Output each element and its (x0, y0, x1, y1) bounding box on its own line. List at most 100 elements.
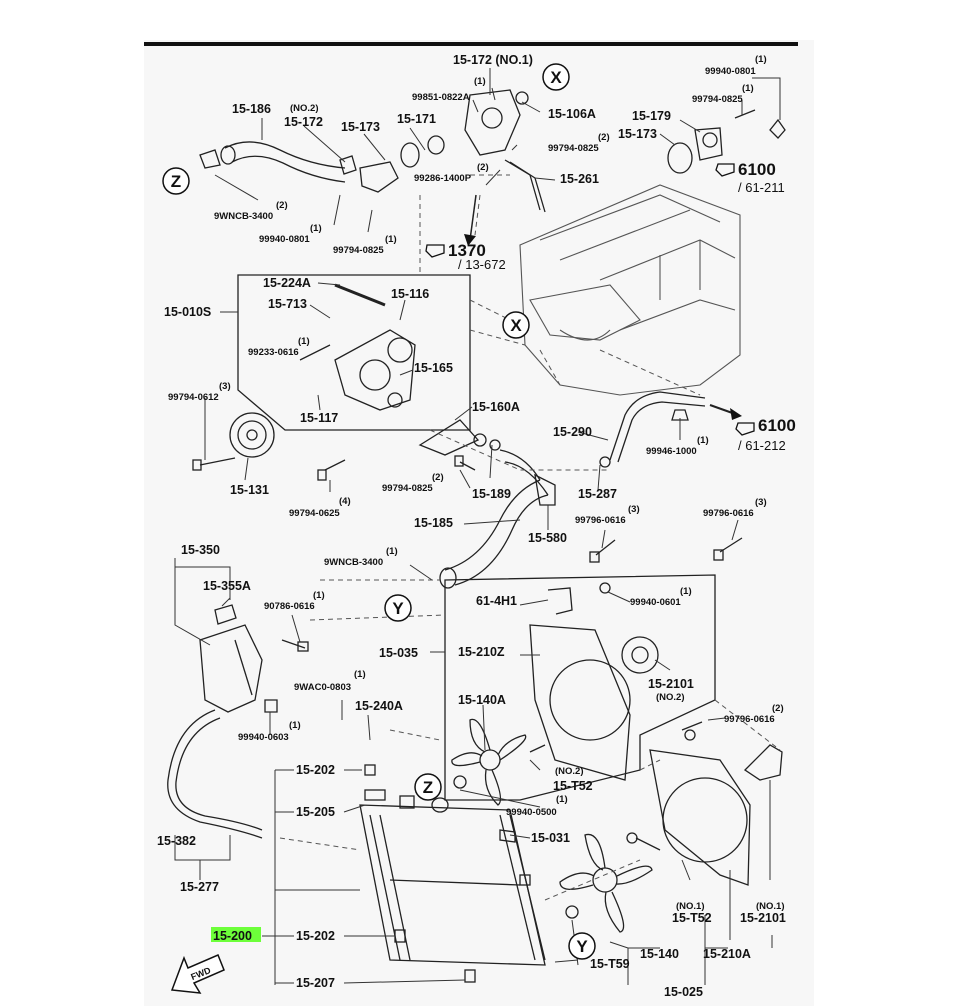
fan-assembly-box-15-035 (444, 574, 716, 801)
highlight-15-200 (211, 927, 261, 942)
part-label: 15-171 (397, 112, 436, 126)
part-label: 15-117 (300, 411, 338, 425)
qty-label: (3) (755, 497, 767, 508)
part-label: 15-202 (296, 929, 335, 943)
callout-y-bottom (568, 932, 596, 960)
part-label: 15-287 (578, 487, 617, 501)
part-label: 15-580 (528, 531, 567, 545)
reference-hand-icons (425, 163, 755, 436)
part-label: (NO.1) (756, 901, 785, 912)
part-label: 99794-0825 (548, 143, 599, 154)
fan-15-140 (559, 832, 661, 933)
part-label: (NO.2) (656, 692, 685, 703)
part-label: (NO.2) (290, 103, 319, 114)
part-label: 15-T59 (590, 957, 630, 971)
callout-circles (162, 63, 596, 960)
part-label: 15-185 (414, 516, 453, 530)
callout-letters: X Z X Y Z Y (171, 68, 589, 956)
part-label: 99946-1000 (646, 446, 697, 457)
callout-y-label: Y (576, 937, 588, 956)
qty-label: (2) (772, 703, 784, 714)
qty-label: (1) (354, 669, 366, 680)
part-label: 15-205 (296, 805, 335, 819)
upper-hose-15-186 (199, 141, 357, 183)
part-label: 15-173 (341, 120, 380, 134)
part-label: 15-165 (414, 361, 453, 375)
qty-label: (1) (386, 546, 398, 557)
hand-pointer-icon (425, 244, 445, 258)
part-label: 15-350 (181, 543, 220, 557)
part-label: 99940-0601 (630, 597, 681, 608)
part-label: 15-T52 (672, 911, 712, 925)
part-label: 15-035 (379, 646, 418, 660)
water-outlet-part (359, 135, 445, 193)
top-border (144, 42, 798, 46)
part-label: 15-172 (284, 115, 323, 129)
part-label-highlighted: 15-200 (213, 929, 252, 943)
water-pump-box (237, 274, 471, 431)
callout-x-engine (502, 311, 530, 339)
qty-label: (2) (276, 200, 288, 211)
part-label: 15-140A (458, 693, 506, 707)
ref-label: 6100 (738, 160, 776, 179)
qty-label: (2) (432, 472, 444, 483)
radiator-15-200 (359, 764, 546, 983)
part-label: 15-207 (296, 976, 335, 990)
part-label: 15-172 (NO.1) (453, 53, 533, 67)
hand-pointer-icon (715, 163, 735, 177)
part-label: 15-010S (164, 305, 211, 319)
callout-x-top (542, 63, 570, 91)
qty-label: (1) (313, 590, 325, 601)
leader-lines (174, 68, 781, 985)
qty-label: (4) (339, 496, 351, 507)
qty-label: (1) (310, 223, 322, 234)
part-label: 99794-0612 (168, 392, 219, 403)
part-label: 15-189 (472, 487, 511, 501)
part-label: 99940-0801 (259, 234, 310, 245)
part-label: 15-160A (472, 400, 520, 414)
part-label: 15-2101 (648, 677, 694, 691)
right-thermostat-parts (667, 109, 786, 174)
part-label: 15-210Z (458, 645, 505, 659)
part-label: 15-210A (703, 947, 751, 961)
qty-label: (2) (598, 132, 610, 143)
part-label: 90786-0616 (264, 601, 315, 612)
part-label: (NO.1) (676, 901, 705, 912)
part-label: 99796-0616 (724, 714, 775, 725)
callout-y-left (384, 594, 412, 622)
part-label: 9WNCB-3400 (214, 211, 273, 222)
qty-label: (3) (219, 381, 231, 392)
ref-label: / 13-672 (458, 257, 506, 272)
bypass-pipe-part (418, 419, 501, 456)
part-label: 15-179 (632, 109, 671, 123)
callout-y-label: Y (392, 599, 404, 618)
part-label: 15-202 (296, 763, 335, 777)
part-label: 99796-0616 (575, 515, 626, 526)
forward-arrow-icon: FWD (170, 954, 225, 994)
callout-x-label: X (550, 68, 562, 87)
part-label: 15-173 (618, 127, 657, 141)
part-label: 99286-1400P (414, 173, 472, 184)
lower-hose-15-185 (439, 449, 556, 589)
part-label: 99940-0500 (506, 807, 557, 818)
callout-z-label: Z (423, 778, 433, 797)
fan-shroud-15-210a (649, 721, 783, 886)
qty-label: (1) (298, 336, 310, 347)
overflow-hose-15-382 (167, 709, 263, 839)
part-label: 15-713 (268, 297, 307, 311)
part-label: 15-106A (548, 107, 596, 121)
ref-label: / 61-212 (738, 438, 786, 453)
part-labels: 15-172 (NO.1) (1) 99851-0822A 15-106A (2… (157, 53, 796, 999)
bolts-left (192, 455, 476, 481)
part-label: 99851-0822A (412, 92, 470, 103)
qty-label: (1) (556, 794, 568, 805)
heater-pipe-15-290 (599, 391, 706, 468)
part-label: 15-382 (157, 834, 196, 848)
qty-label: (3) (628, 504, 640, 515)
part-label: 99940-0801 (705, 66, 756, 77)
part-label: 99940-0603 (238, 732, 289, 743)
bolts-right (589, 537, 743, 563)
engine-block (519, 184, 741, 396)
part-label: 15-186 (232, 102, 271, 116)
